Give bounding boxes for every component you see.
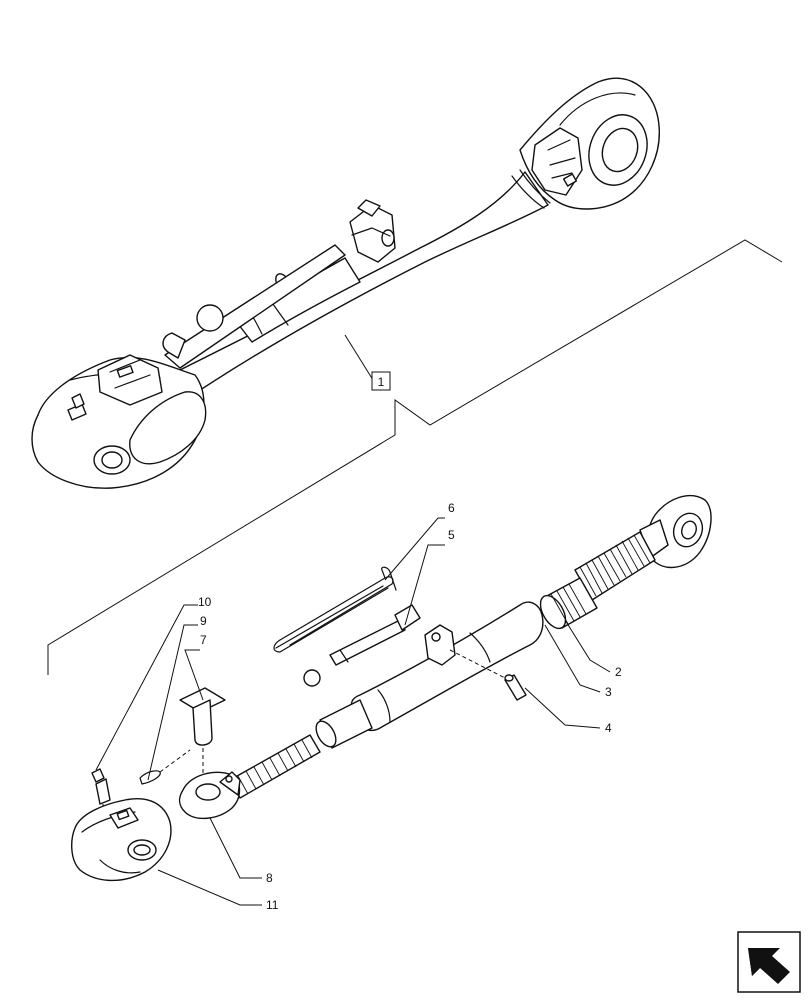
part-6-spring-clip [273,566,397,653]
part-clevis [424,624,456,666]
part-9-cotter-pin [139,749,191,785]
leader-lines [95,517,611,906]
part-10-grease-fitting [91,768,111,828]
arrow-icon[interactable] [737,931,801,993]
callout-11: 11 [266,898,279,912]
callout-3: 3 [605,685,612,699]
callout-8: 8 [266,871,273,885]
part-8-front-eye-threaded [178,734,321,819]
assembly-bracket: 1 [47,239,783,675]
assembled-top-link [31,77,660,489]
callout-4: 4 [605,721,612,735]
part-11-swivel-eye [71,798,172,882]
callout-5: 5 [448,528,455,542]
callout-labels: 2 3 4 5 6 7 8 9 10 11 [198,501,622,912]
part-3-threaded-sleeve [539,577,598,630]
assembly-callout-label: 1 [378,375,385,389]
callout-7: 7 [200,633,207,647]
part-2-rear-eye-threaded [574,495,712,601]
callout-6: 6 [448,501,455,515]
callout-2: 2 [615,665,622,679]
callout-10: 10 [198,595,212,609]
callout-9: 9 [200,614,207,628]
part-4-pin [449,649,527,701]
exploded-parts [71,495,712,882]
assembly-callout-box [371,371,391,391]
part-body-tube [315,601,544,749]
